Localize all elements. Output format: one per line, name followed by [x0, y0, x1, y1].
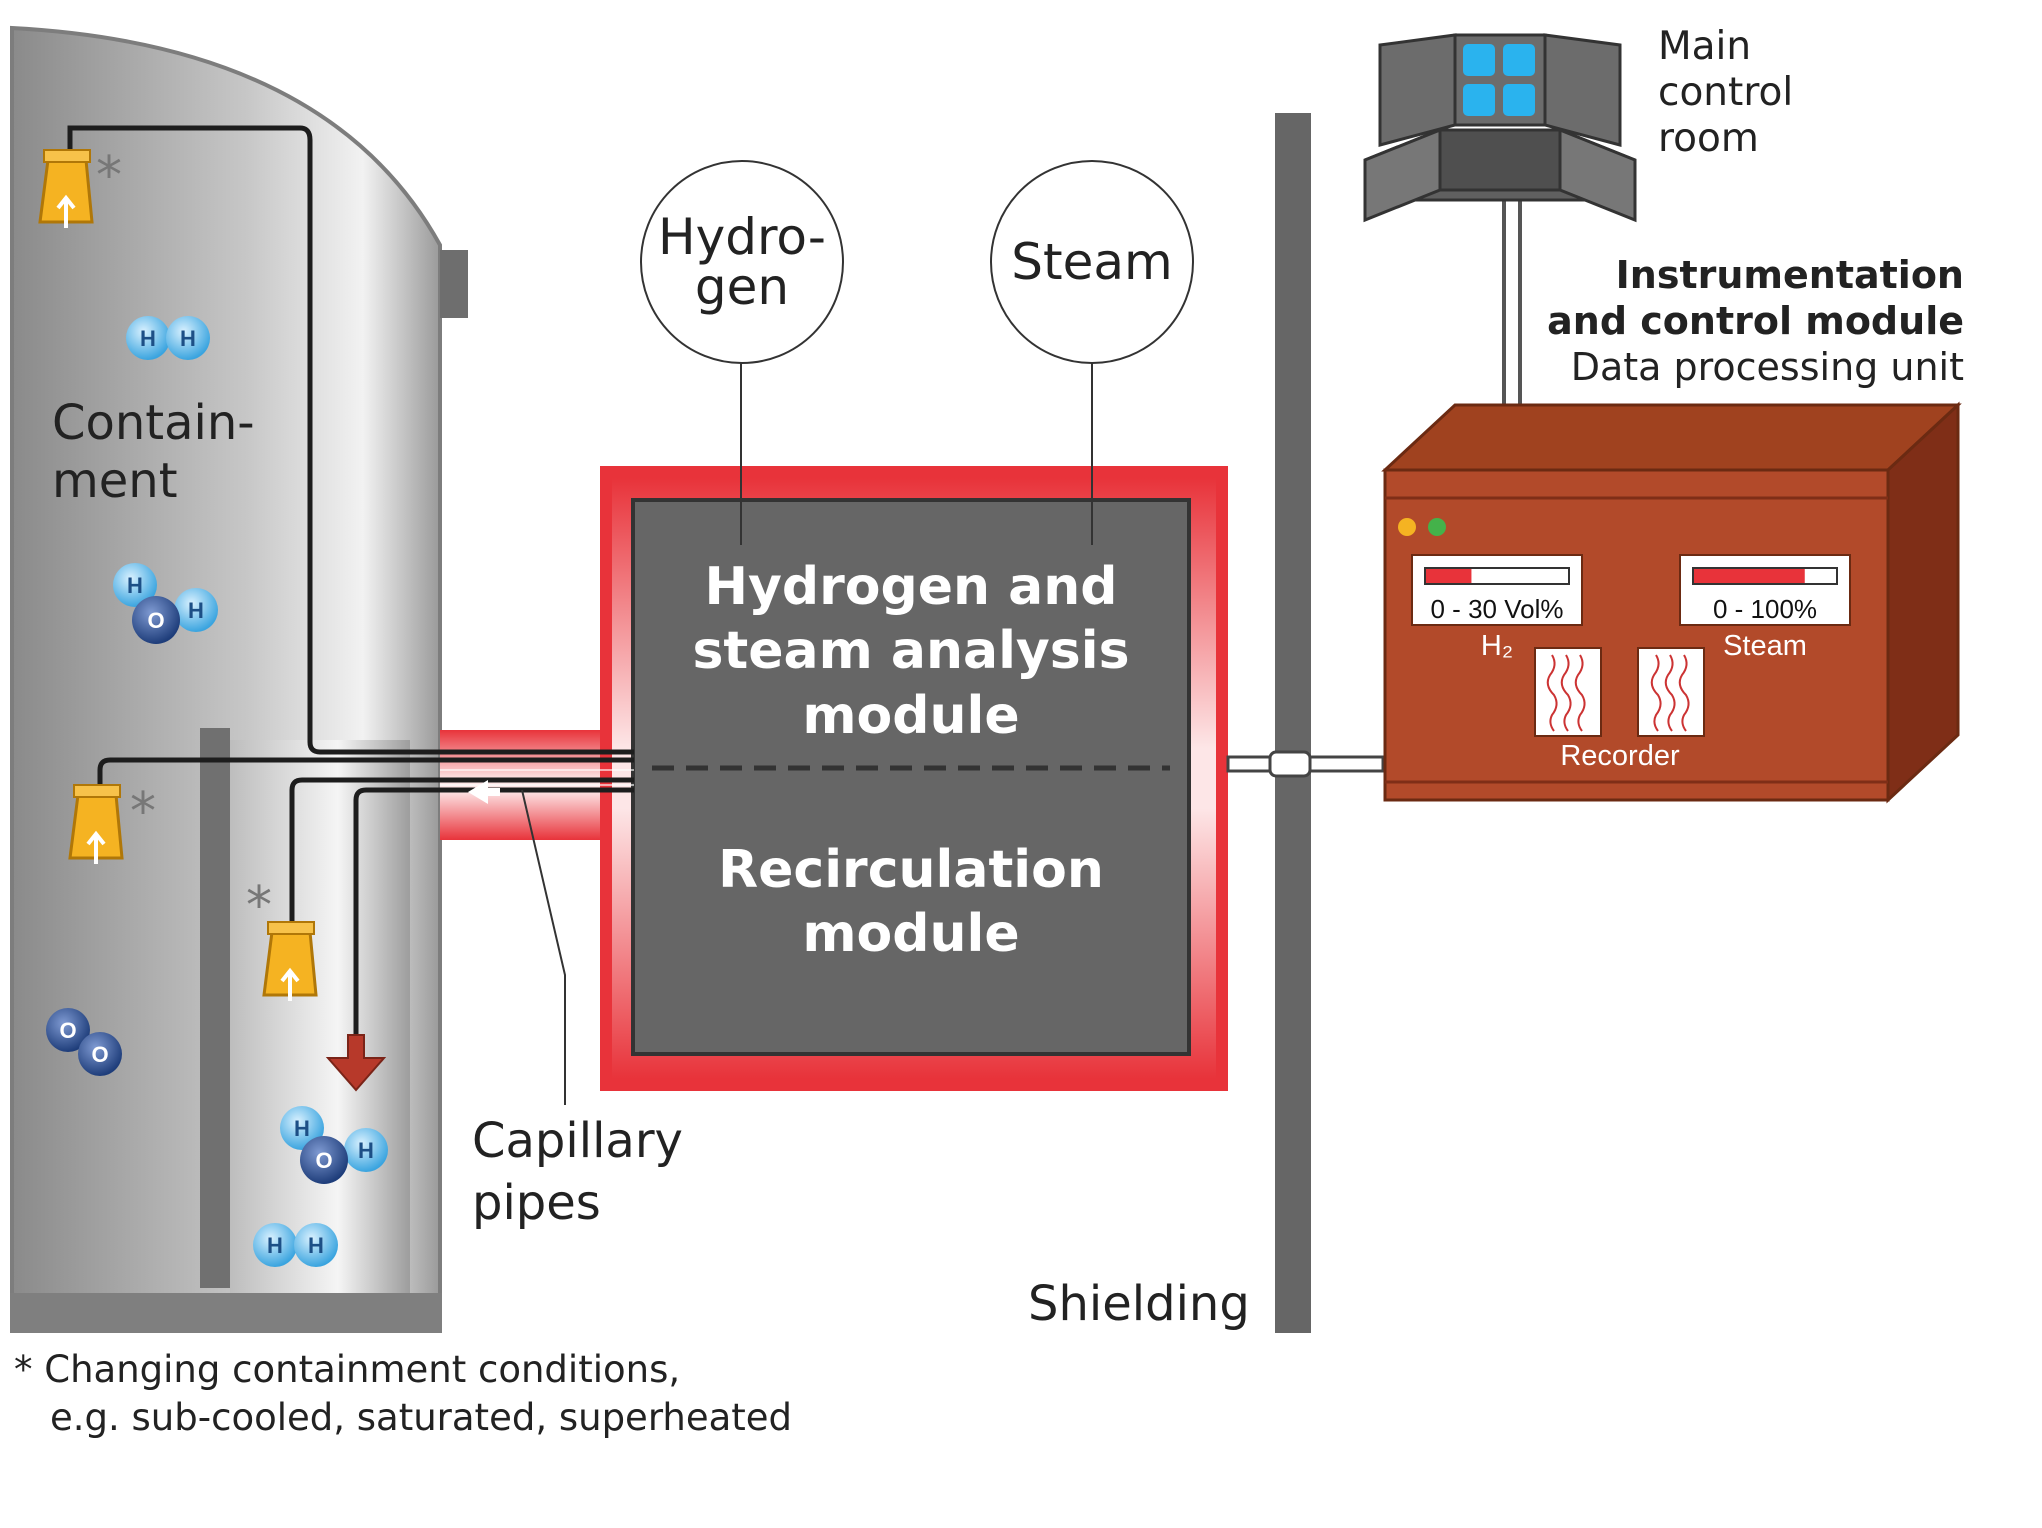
h2-gauge-name: H₂ — [1480, 630, 1514, 662]
shielding-label: Shielding — [1028, 1276, 1250, 1332]
svg-text:O: O — [315, 1148, 332, 1173]
svg-text:H: H — [267, 1233, 283, 1258]
svg-text:H: H — [127, 573, 143, 598]
footnote: * Changing containment conditions, e.g. … — [14, 1348, 793, 1439]
atom-label: H — [180, 326, 196, 351]
status-light-icon — [1428, 518, 1446, 536]
svg-text:H: H — [308, 1233, 324, 1258]
heated-enclosure — [600, 466, 1228, 1091]
control-room-screen-icon — [1463, 44, 1535, 116]
capillary-pipes-highlight — [440, 769, 634, 786]
water-molecule-icon: H HO — [113, 563, 218, 644]
capillary-pipes-label: Capillary pipes — [472, 1113, 683, 1231]
atom-label: H — [140, 326, 156, 351]
sampler-icon — [38, 149, 94, 228]
h2-gauge-range: 0 - 30 Vol% — [1430, 594, 1564, 624]
steam-gauge-range: 0 - 100% — [1712, 594, 1818, 624]
containment-label: Contain- ment — [52, 395, 255, 509]
steam-gauge-name: Steam — [1723, 630, 1807, 662]
hydrogen-sensor-ring: Hydro-gen — [640, 160, 844, 364]
sampler-icon — [262, 921, 318, 1001]
svg-text:O: O — [91, 1042, 108, 1067]
sampler-asterisk: * — [96, 146, 122, 206]
recirculation-module-label: Recirculation module — [718, 840, 1104, 965]
svg-text:O: O — [59, 1018, 76, 1043]
containment-vessel — [10, 25, 468, 1333]
svg-text:H: H — [358, 1138, 374, 1163]
h2-gauge — [1411, 554, 1583, 626]
svg-text:O: O — [147, 608, 164, 633]
signal-line — [1226, 750, 1385, 778]
shielding-wall — [1275, 113, 1311, 1333]
return-arrow-icon — [325, 1034, 387, 1092]
oxygen-molecule-icon: OO — [46, 1008, 122, 1076]
sampler-icon — [68, 784, 124, 864]
svg-text:H: H — [188, 598, 204, 623]
steam-gauge — [1679, 554, 1851, 626]
recorder-label: Recorder — [1560, 740, 1680, 772]
ic-module-label: Instrumentation and control module Data … — [1547, 253, 1964, 389]
sampler-asterisk: * — [130, 782, 156, 842]
instrumentation-cabinet — [1381, 401, 1962, 804]
capillary-leader-line — [521, 789, 566, 1105]
steam-sensor-ring: Steam — [990, 160, 1194, 364]
analysis-module-label: Hydrogen and steam analysis module — [692, 557, 1130, 746]
recorder-chart-icon — [1534, 647, 1602, 737]
recorder-chart-icon — [1637, 647, 1705, 737]
control-room-label: Main control room — [1658, 24, 1794, 161]
status-light-icon — [1398, 518, 1416, 536]
sampler-asterisk: * — [246, 876, 272, 936]
capillary-pipes — [67, 125, 634, 1035]
water-molecule-icon: HHO — [280, 1106, 388, 1184]
flow-arrow-icon — [468, 780, 500, 804]
svg-text:H: H — [294, 1116, 310, 1141]
